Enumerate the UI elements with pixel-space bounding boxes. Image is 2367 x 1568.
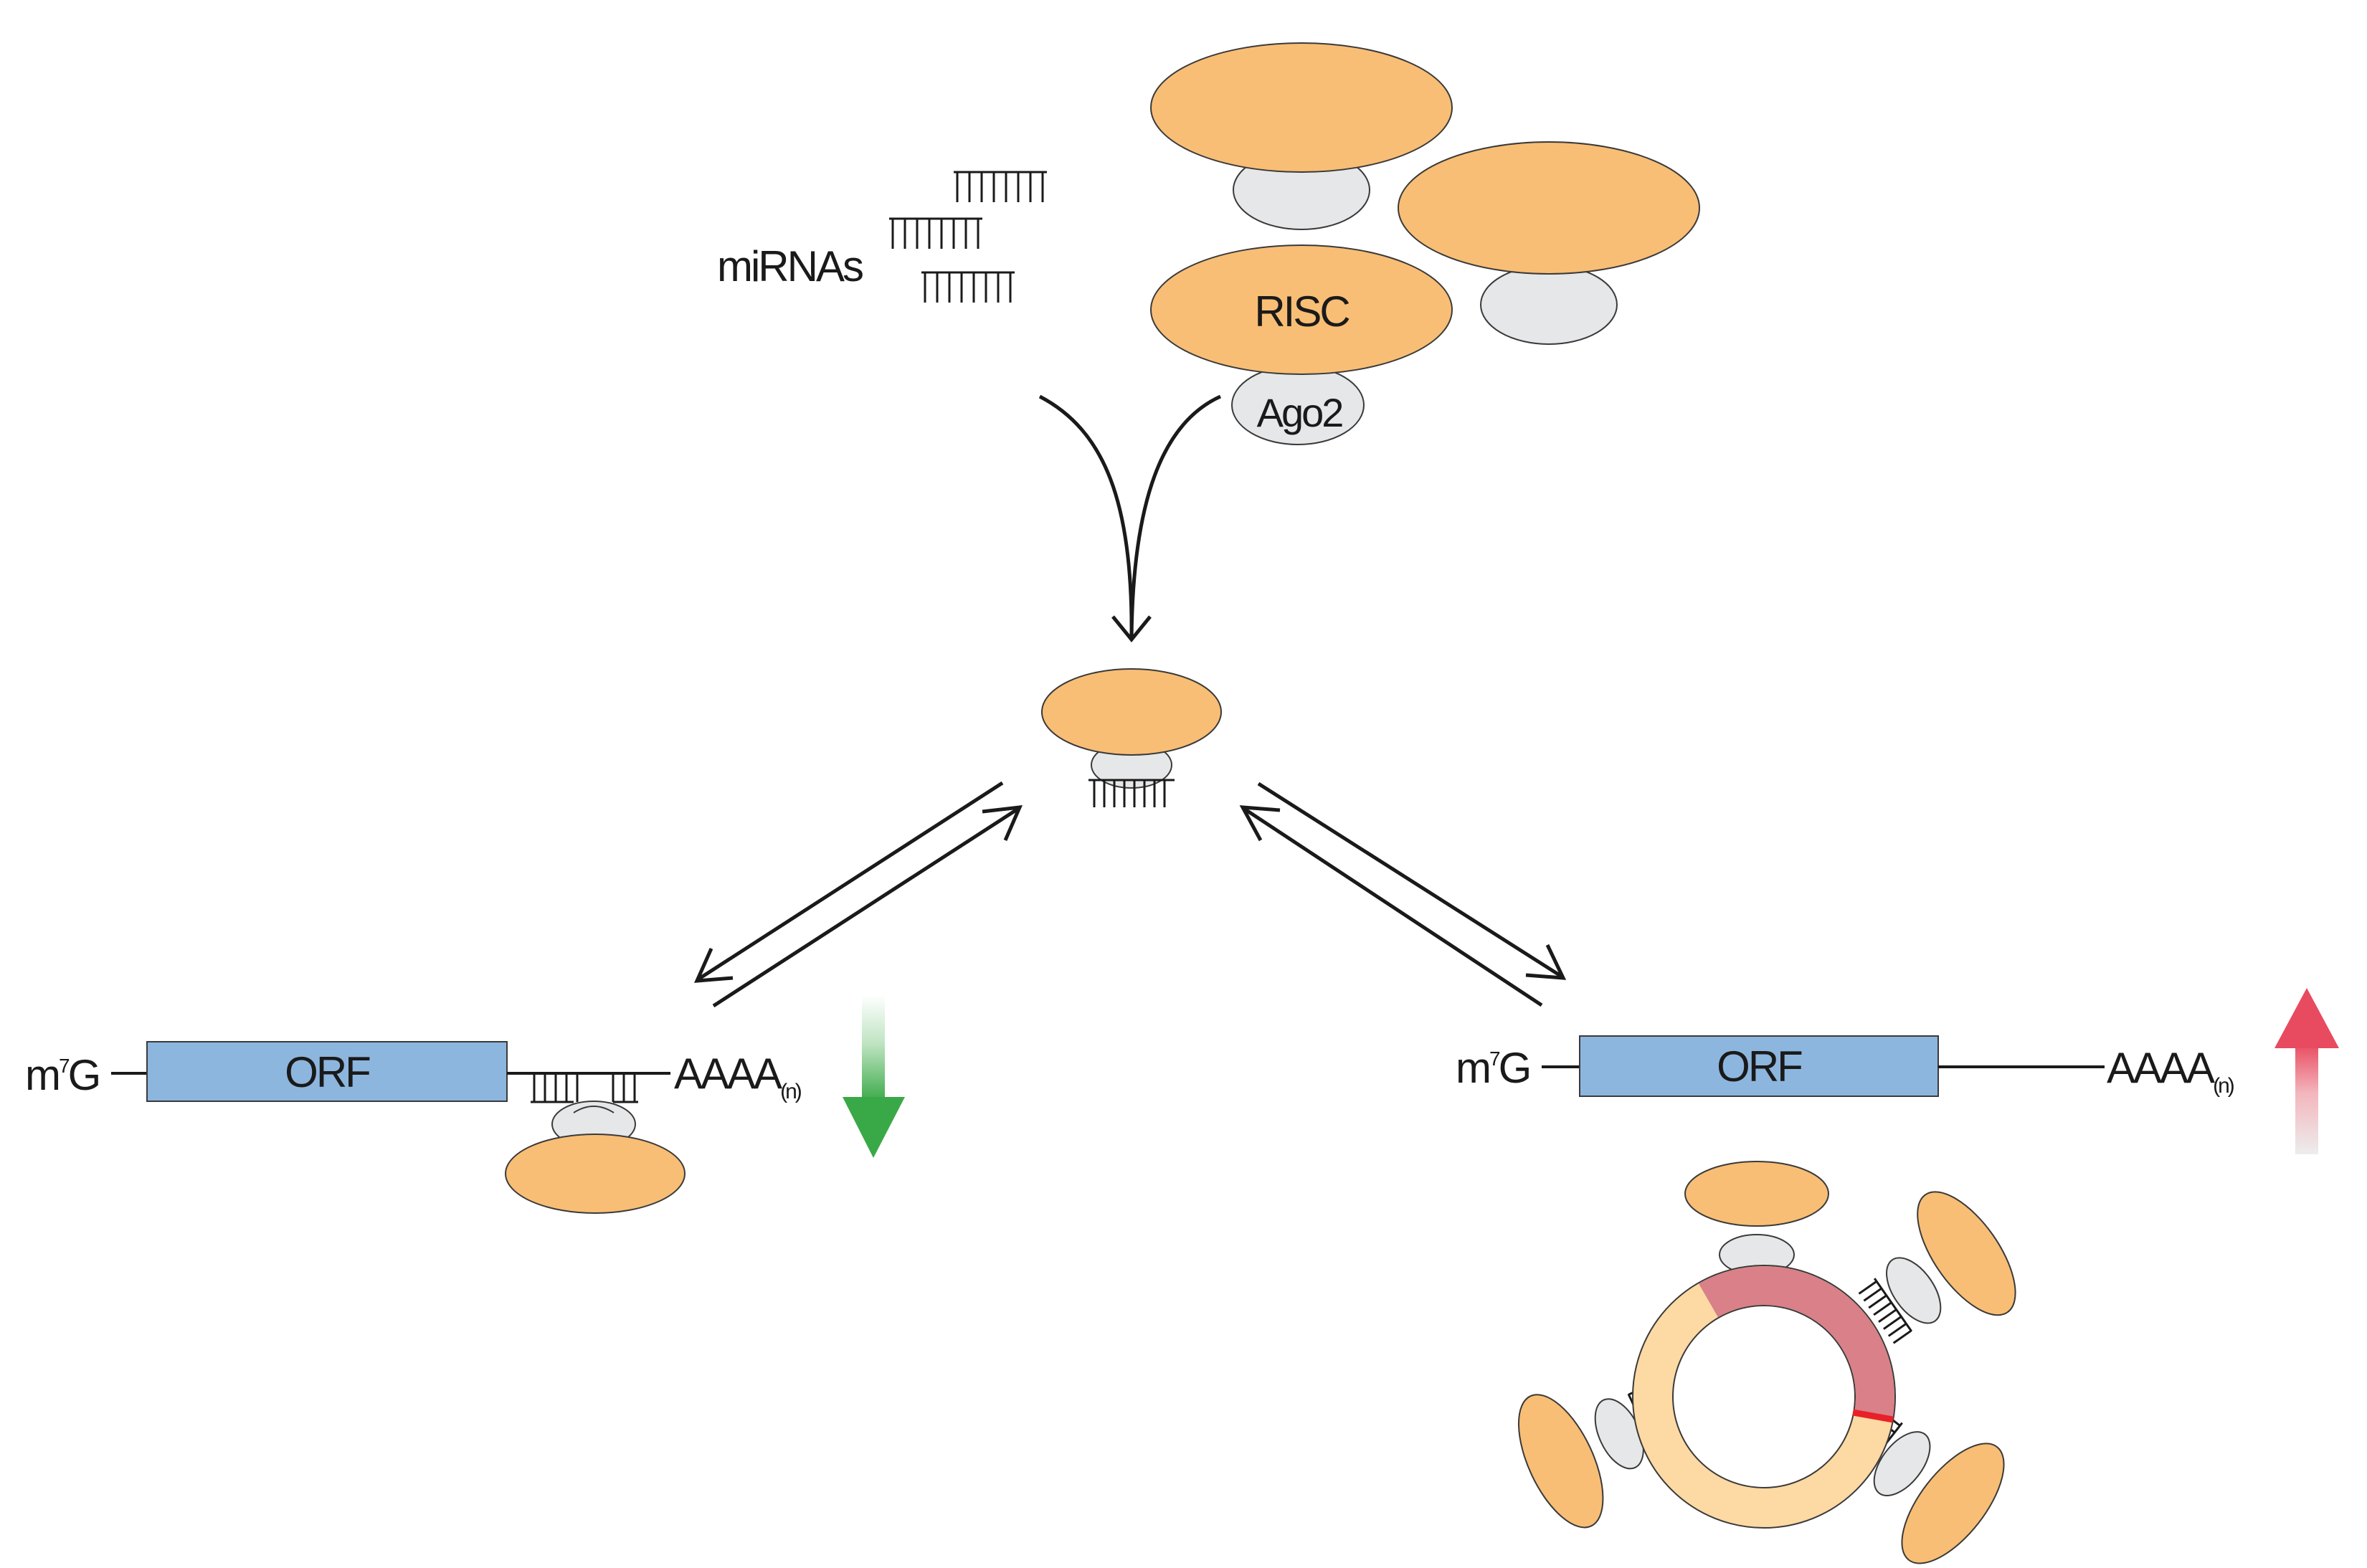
mirna-group: miRNAs xyxy=(717,171,1047,303)
mirnas-label: miRNAs xyxy=(717,242,863,290)
right-mrna: m7G ORF AAAA(n) xyxy=(1456,988,2339,1154)
risc-complex-icon xyxy=(1398,141,1700,345)
sponged-risc-complex-icon xyxy=(1684,1161,1829,1301)
converging-arrows xyxy=(1038,394,1222,642)
circrna-sponge-icon xyxy=(1517,1161,2016,1564)
risc-complex-icon xyxy=(1150,42,1453,230)
equilibrium-arrow-left xyxy=(694,781,1023,1008)
circrna-pink-segment xyxy=(1699,1266,1894,1420)
ago2-label: Ago2 xyxy=(1257,390,1343,435)
orf-label: ORF xyxy=(285,1048,370,1096)
sponged-risc-complex-icon xyxy=(1858,1191,2016,1344)
polya-tail: AAAA(n) xyxy=(2107,1044,2234,1098)
circrna-junction-mark xyxy=(1852,1409,1894,1423)
bound-risc-complex-icon xyxy=(505,1101,686,1214)
left-mrna: m7G ORF AAAA(n) xyxy=(25,995,905,1214)
orf-label: ORF xyxy=(1717,1042,1802,1091)
orf-box xyxy=(1579,1035,1939,1097)
mirna-comb-icon xyxy=(954,171,1047,202)
risc-label: RISC xyxy=(1254,288,1349,336)
mirna-comb-icon xyxy=(889,217,982,249)
bound-mirna-comb-icon xyxy=(531,1073,638,1103)
arrow-from-risc xyxy=(1129,394,1222,639)
polya-tail: AAAA(n) xyxy=(674,1050,802,1103)
risc-complex-cluster: RISC Ago2 xyxy=(1150,42,1700,445)
arrowhead-down xyxy=(1111,615,1152,642)
arrow-from-mirnas xyxy=(1038,394,1134,639)
up-arrow-icon xyxy=(2274,988,2339,1154)
cap-label: m7G xyxy=(25,1051,99,1099)
risc-body xyxy=(1150,244,1453,375)
cap-label: m7G xyxy=(1456,1044,1529,1092)
sponged-risc-complex-icon xyxy=(1845,1411,2005,1564)
mirna-comb-icon xyxy=(921,271,1015,303)
loaded-risc-complex xyxy=(1041,668,1222,809)
sponged-risc-complex-icon xyxy=(1517,1384,1674,1529)
orf-box xyxy=(146,1041,508,1102)
down-arrow-icon xyxy=(843,995,905,1158)
equilibrium-arrow-right xyxy=(1239,781,1567,1007)
risc-ago2-complex: RISC Ago2 xyxy=(1150,244,1453,445)
